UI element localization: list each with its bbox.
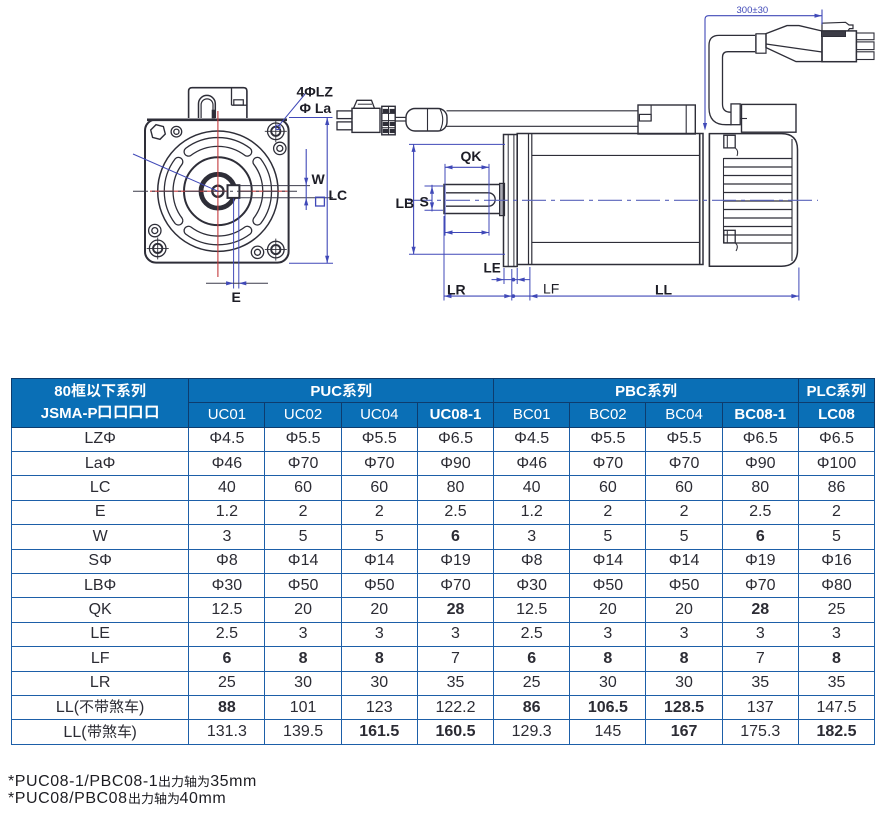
svg-text:LL: LL (655, 282, 673, 298)
svg-text:LC: LC (329, 187, 348, 203)
svg-text:LR: LR (447, 282, 466, 298)
svg-text:W: W (312, 171, 326, 187)
svg-text:300±30: 300±30 (737, 5, 769, 16)
svg-text:Φ La: Φ La (300, 100, 332, 116)
svg-text:4ΦLZ: 4ΦLZ (297, 84, 334, 100)
svg-text:LF: LF (543, 281, 559, 297)
svg-text:LE: LE (484, 261, 501, 276)
svg-text:S: S (420, 194, 429, 210)
svg-text:QK: QK (461, 148, 482, 164)
svg-text:E: E (232, 289, 241, 305)
svg-text:LB: LB (396, 195, 415, 211)
